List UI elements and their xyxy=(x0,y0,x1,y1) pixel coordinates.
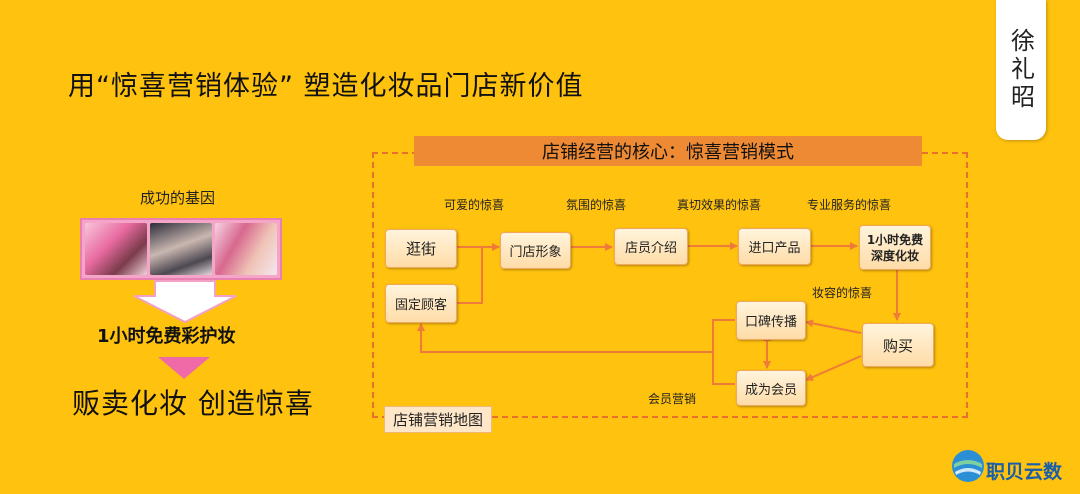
globe-logo-icon xyxy=(952,450,984,482)
node-mianfei-line2: 深度化妆 xyxy=(870,248,919,263)
node-mendian: 门店形象 xyxy=(500,232,571,269)
sell-makeup-slogan: 贩卖化妆 创造惊喜 xyxy=(72,387,314,420)
label-zhuanye: 专业服务的惊喜 xyxy=(807,198,892,212)
node-koubei: 口碑传播 xyxy=(736,301,806,340)
store-photo xyxy=(150,223,212,275)
node-jinkou: 进口产品 xyxy=(738,228,811,265)
node-mianfei: 1小时免费 深度化妆 xyxy=(859,225,931,270)
arrow-loop-to-guding xyxy=(417,323,713,353)
line-huiyuan-left xyxy=(712,352,735,385)
author-card: 徐礼昭 xyxy=(996,0,1046,140)
node-goumai: 购买 xyxy=(862,323,934,367)
pink-triangle-icon xyxy=(158,357,210,379)
node-mianfei-line1: 1小时免费 xyxy=(866,232,924,247)
label-zhenqie: 真切效果的惊喜 xyxy=(677,198,762,212)
arrow-goumai-to-huiyuan xyxy=(805,355,862,381)
store-photo xyxy=(215,223,277,275)
free-makeup-label: 1小时免费彩护妆 xyxy=(97,326,236,347)
line-koubei-left xyxy=(712,319,735,352)
node-dianyuan: 店员介绍 xyxy=(614,228,688,265)
photo-strip xyxy=(80,218,282,280)
label-fenwei: 氛围的惊喜 xyxy=(566,198,627,212)
node-guding: 固定顾客 xyxy=(385,284,457,323)
down-arrow-icon xyxy=(133,280,237,324)
store-photo xyxy=(85,223,147,275)
label-zhuangrong: 妆容的惊喜 xyxy=(812,286,873,300)
map-corner-label: 店铺营销地图 xyxy=(384,406,493,433)
arrow-guding-to-mendian xyxy=(455,247,483,304)
node-huiyuan: 成为会员 xyxy=(736,370,806,406)
page-title: 用“惊喜营销体验” 塑造化妆品门店新价值 xyxy=(68,71,584,102)
arrow-goumai-to-koubei xyxy=(805,319,862,334)
label-keai: 可爱的惊喜 xyxy=(444,198,505,212)
author-name: 徐礼昭 xyxy=(1006,28,1035,112)
gene-label: 成功的基因 xyxy=(140,189,216,207)
logo-text: 职贝云数 xyxy=(986,461,1063,483)
map-title: 店铺经营的核心：惊喜营销模式 xyxy=(414,136,922,166)
label-huiyuan-yingxiao: 会员营销 xyxy=(648,392,697,406)
node-guangjie: 逛街 xyxy=(385,229,457,268)
